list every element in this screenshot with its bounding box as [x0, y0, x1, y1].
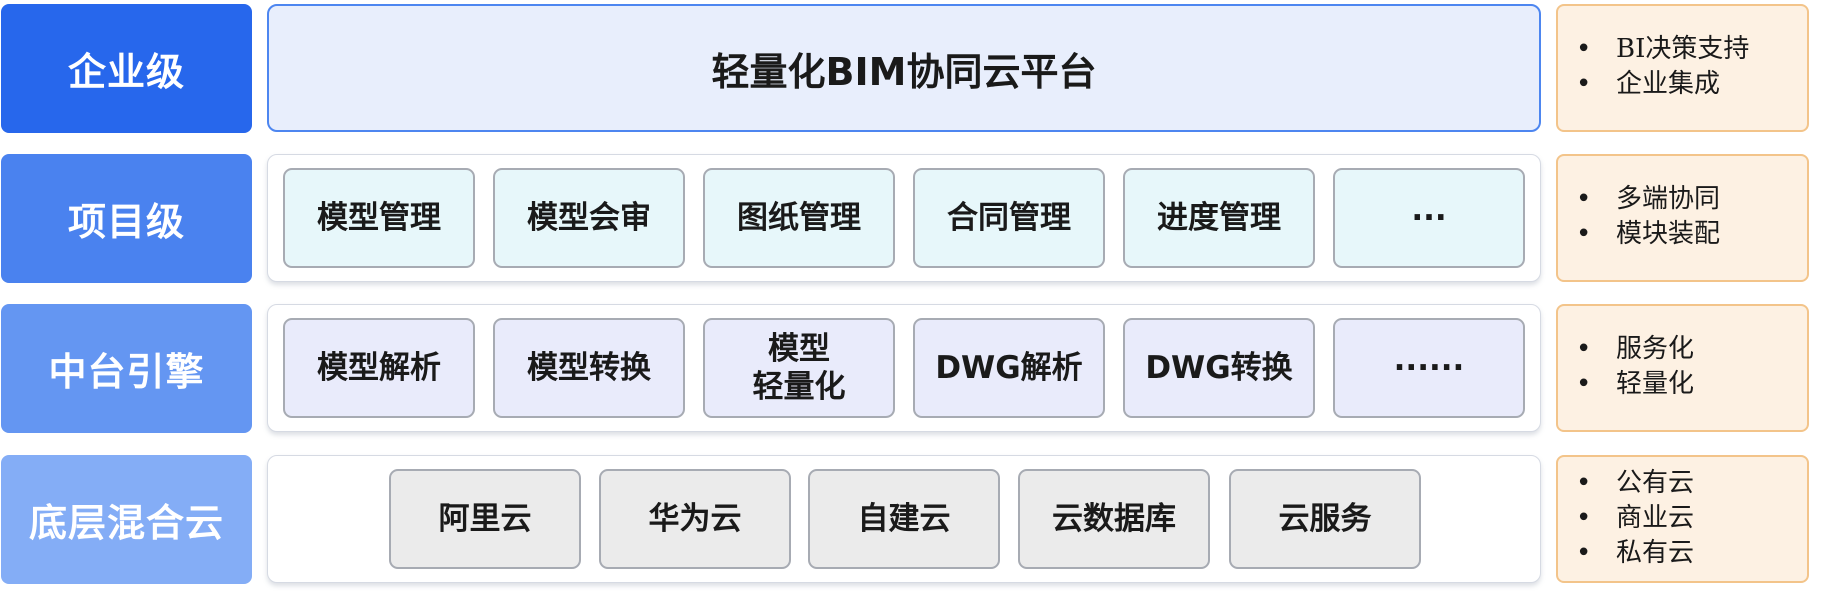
note-item: •私有云: [1576, 538, 1695, 568]
module-box: 模型管理: [283, 168, 475, 268]
module-box: 自建云: [808, 469, 1000, 569]
module-box: DWG转换: [1123, 318, 1315, 418]
layer-label-enterprise: 企业级: [1, 4, 252, 133]
module-box: 进度管理: [1123, 168, 1315, 268]
module-box: 华为云: [599, 469, 791, 569]
layer-label-project: 项目级: [1, 154, 252, 283]
layer-notes-engine: •服务化 •轻量化: [1556, 304, 1809, 432]
layer-label-engine: 中台引擎: [1, 304, 252, 433]
module-box: 云服务: [1229, 469, 1421, 569]
layer-panel-enterprise: 轻量化BIM协同云平台: [267, 4, 1541, 132]
module-box: 云数据库: [1018, 469, 1210, 569]
layer-panel-project: 模型管理 模型会审 图纸管理 合同管理 进度管理 ···: [267, 154, 1541, 282]
note-item: •多端协同: [1576, 184, 1721, 214]
note-item: •公有云: [1576, 468, 1695, 498]
platform-title: 轻量化BIM协同云平台: [711, 49, 1097, 94]
note-item: •BI决策支持: [1576, 34, 1750, 64]
note-item: •企业集成: [1576, 69, 1721, 99]
module-box: 阿里云: [389, 469, 581, 569]
layer-panel-engine: 模型解析 模型转换 模型 轻量化 DWG解析 DWG转换 ······: [267, 304, 1541, 432]
note-item: •服务化: [1576, 334, 1695, 364]
module-box: 模型 轻量化: [703, 318, 895, 418]
module-box: 模型解析: [283, 318, 475, 418]
layer-notes-project: •多端协同 •模块装配: [1556, 154, 1809, 282]
module-box: 图纸管理: [703, 168, 895, 268]
note-item: •商业云: [1576, 503, 1695, 533]
layer-label-cloud: 底层混合云: [1, 455, 252, 584]
module-box: DWG解析: [913, 318, 1105, 418]
note-item: •模块装配: [1576, 219, 1721, 249]
layer-panel-cloud: 阿里云 华为云 自建云 云数据库 云服务: [267, 455, 1541, 583]
layer-notes-cloud: •公有云 •商业云 •私有云: [1556, 455, 1809, 583]
module-box: 模型会审: [493, 168, 685, 268]
module-box: 模型转换: [493, 318, 685, 418]
note-item: •轻量化: [1576, 369, 1695, 399]
layer-notes-enterprise: •BI决策支持 •企业集成: [1556, 4, 1809, 132]
module-box: 合同管理: [913, 168, 1105, 268]
module-box: ···: [1333, 168, 1525, 268]
module-box: ······: [1333, 318, 1525, 418]
